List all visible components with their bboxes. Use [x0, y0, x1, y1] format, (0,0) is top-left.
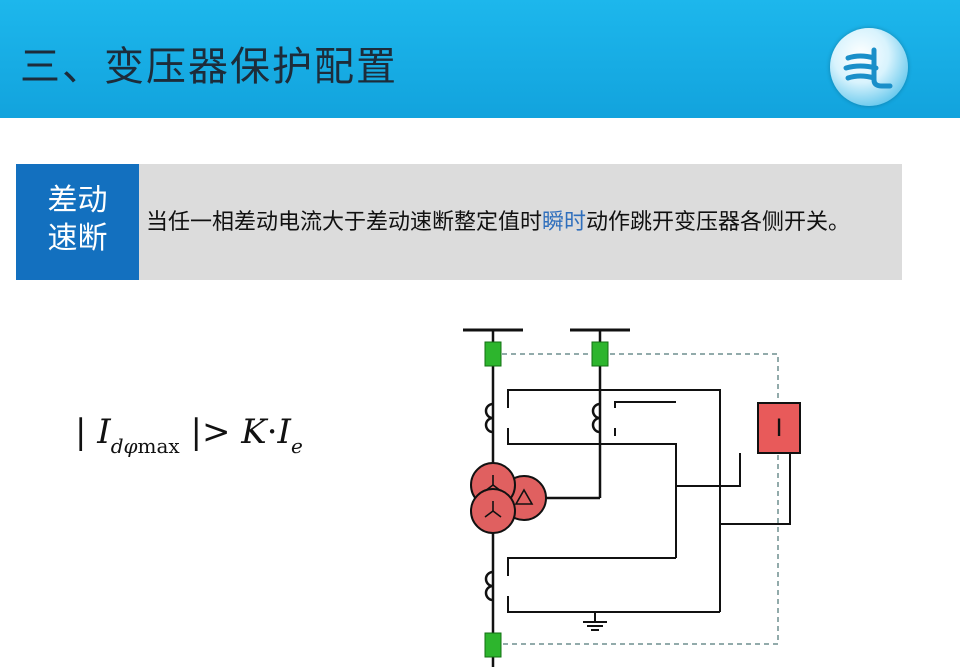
breaker-bottom	[484, 632, 502, 658]
page-title: 三、变压器保护配置	[20, 44, 398, 90]
desc-part-1: 当任一相差动电流大于差动速断整定值时	[146, 210, 543, 235]
ct-coil-lower	[484, 570, 494, 602]
trip-dashed-line-lower	[502, 455, 779, 645]
tag-line-2: 速断	[47, 221, 108, 256]
definition-box: 差动 速断 当任一相差动电流大于差动速断整定值时瞬时动作跳开变压器各侧开关。	[16, 164, 902, 280]
relay-wire-in	[676, 453, 741, 487]
formula-subscript-max: max	[137, 434, 180, 458]
relay-wire-out	[720, 453, 791, 525]
ct-wire-ul-a	[507, 389, 721, 524]
delta-symbol	[514, 488, 534, 505]
tag-line-1: 差动	[47, 183, 108, 218]
formula-current-symbol: I	[97, 412, 111, 452]
desc-highlight: 瞬时	[542, 210, 587, 235]
formula-comparison: |>	[190, 412, 242, 452]
breaker-top-right	[591, 341, 609, 367]
differential-relay	[757, 402, 801, 454]
power-grid-logo-icon	[830, 28, 908, 106]
formula-dot: ·	[266, 412, 278, 452]
watermark	[740, 650, 940, 667]
trip-dashed-line	[502, 353, 779, 403]
formula-coefficient: K	[241, 412, 267, 452]
header-bar: 三、变压器保护配置	[0, 0, 960, 118]
description-text: 当任一相差动电流大于差动速断整定值时瞬时动作跳开变压器各侧开关。	[146, 204, 850, 236]
relay-label: I	[775, 414, 782, 442]
ct-wire-low-b	[507, 596, 720, 613]
trip-formula: | Idφmax |> K·Ie	[75, 412, 303, 458]
ct-wire-ul-b	[507, 428, 677, 486]
ct-coil-upper-left	[484, 402, 494, 434]
desc-part-2: 动作跳开变压器各侧开关。	[586, 210, 851, 235]
formula-subscript-dphi: dφ	[110, 434, 138, 458]
ct-coil-upper-right	[591, 402, 601, 434]
formula-subscript-e: e	[290, 434, 303, 458]
protection-diagram: I	[463, 328, 801, 667]
section-tag: 差动 速断	[16, 164, 139, 280]
ct-wire-ur-a	[614, 401, 676, 408]
star-symbol-lower	[484, 501, 502, 518]
ct-wire-low-a	[507, 557, 676, 576]
star-symbol-upper	[484, 475, 502, 492]
formula-bar: |	[75, 412, 87, 452]
formula-rated-current: I	[277, 412, 291, 452]
breaker-top-left	[484, 341, 502, 367]
